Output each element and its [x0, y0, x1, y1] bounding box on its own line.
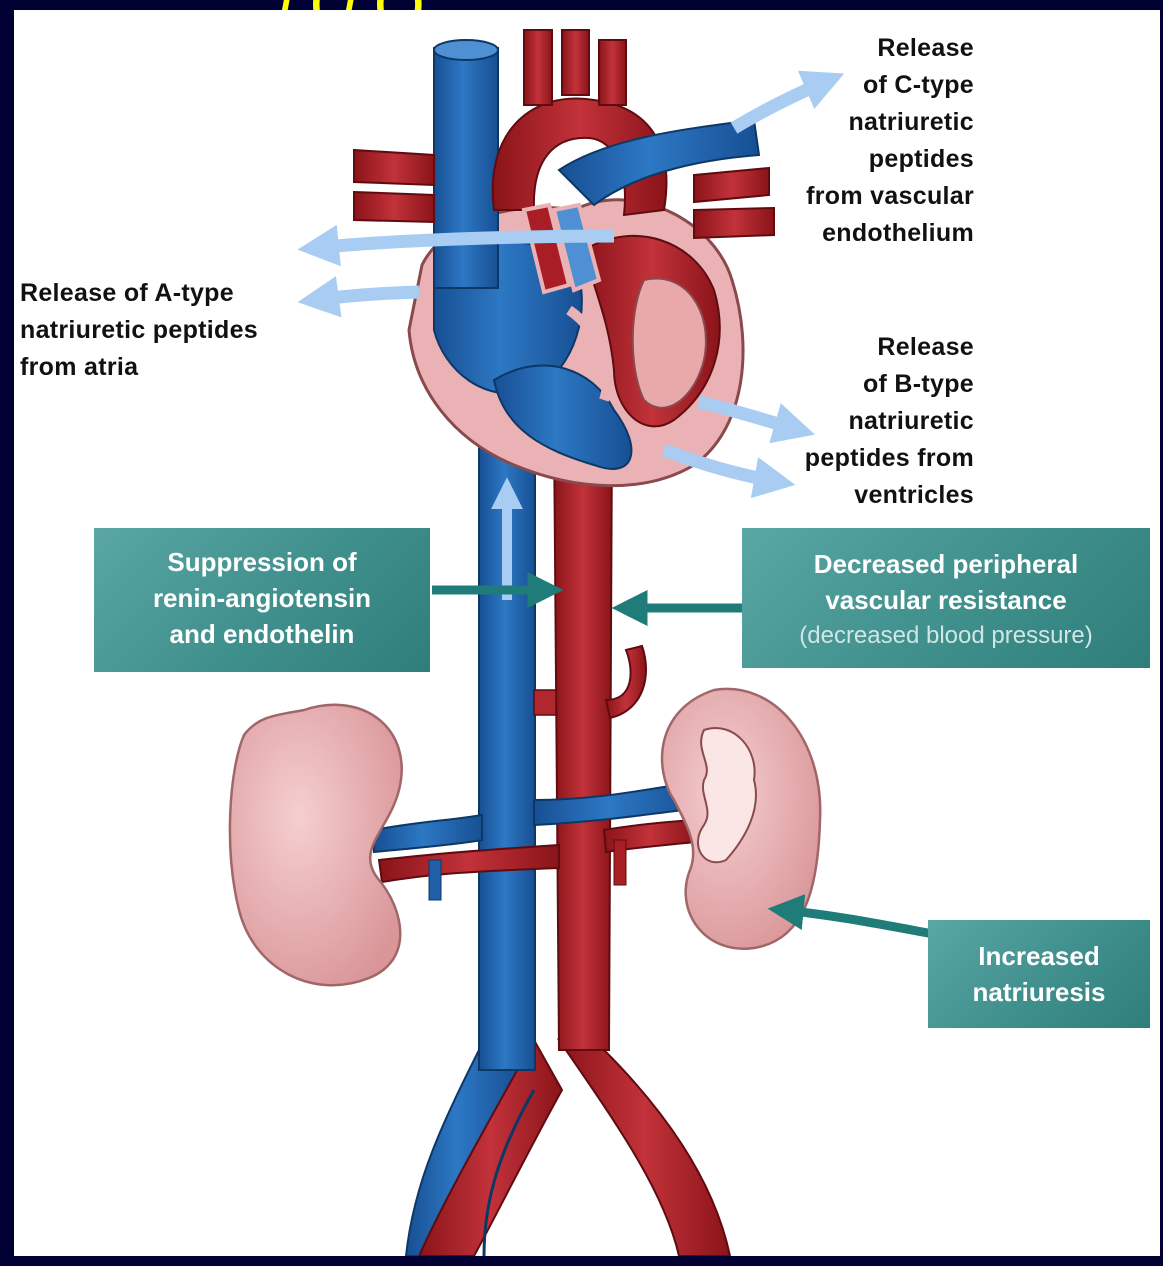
peripheral-line-1: Decreased peripheral [742, 546, 1150, 582]
c-type-label: Release of C-type natriuretic peptides f… [734, 30, 974, 252]
b-type-label: Release of B-type natriuretic peptides f… [734, 329, 974, 514]
b-type-line-4: peptides from [734, 440, 974, 477]
peripheral-subtext: (decreased blood pressure) [742, 618, 1150, 654]
suppression-box: Suppression of renin-angiotensin and end… [94, 528, 430, 672]
c-type-line-5: from vascular [734, 178, 974, 215]
b-type-line-5: ventricles [734, 477, 974, 514]
a-type-line-1: Release of A-type [20, 275, 340, 312]
c-type-line-4: peptides [734, 141, 974, 178]
c-type-line-1: Release [734, 30, 974, 67]
a-type-label: Release of A-type natriuretic peptides f… [20, 275, 340, 386]
abdominal-aorta [554, 430, 612, 1050]
natriuresis-line-2: natriuresis [928, 974, 1150, 1010]
b-type-line-2: of B-type [734, 366, 974, 403]
a-type-line-2: natriuretic peptides [20, 312, 340, 349]
suppression-line-2: renin-angiotensin [94, 580, 430, 616]
renal-vessels [374, 782, 699, 900]
natriuresis-line-1: Increased [928, 938, 1150, 974]
c-type-line-6: endothelium [734, 215, 974, 252]
peripheral-resistance-box: Decreased peripheral vascular resistance… [742, 528, 1150, 668]
natriuresis-box: Increased natriuresis [928, 920, 1150, 1028]
suppression-line-3: and endothelin [94, 616, 430, 652]
b-type-line-1: Release [734, 329, 974, 366]
b-type-line-3: natriuretic [734, 403, 974, 440]
a-type-line-3: from atria [20, 349, 340, 386]
c-type-line-2: of C-type [734, 67, 974, 104]
c-type-line-3: natriuretic [734, 104, 974, 141]
superior-vena-cava [434, 48, 498, 288]
diagram-panel: Release of C-type natriuretic peptides f… [14, 10, 1160, 1256]
iliac-vessels [406, 1040, 730, 1256]
suppression-line-1: Suppression of [94, 544, 430, 580]
peripheral-line-2: vascular resistance [742, 582, 1150, 618]
